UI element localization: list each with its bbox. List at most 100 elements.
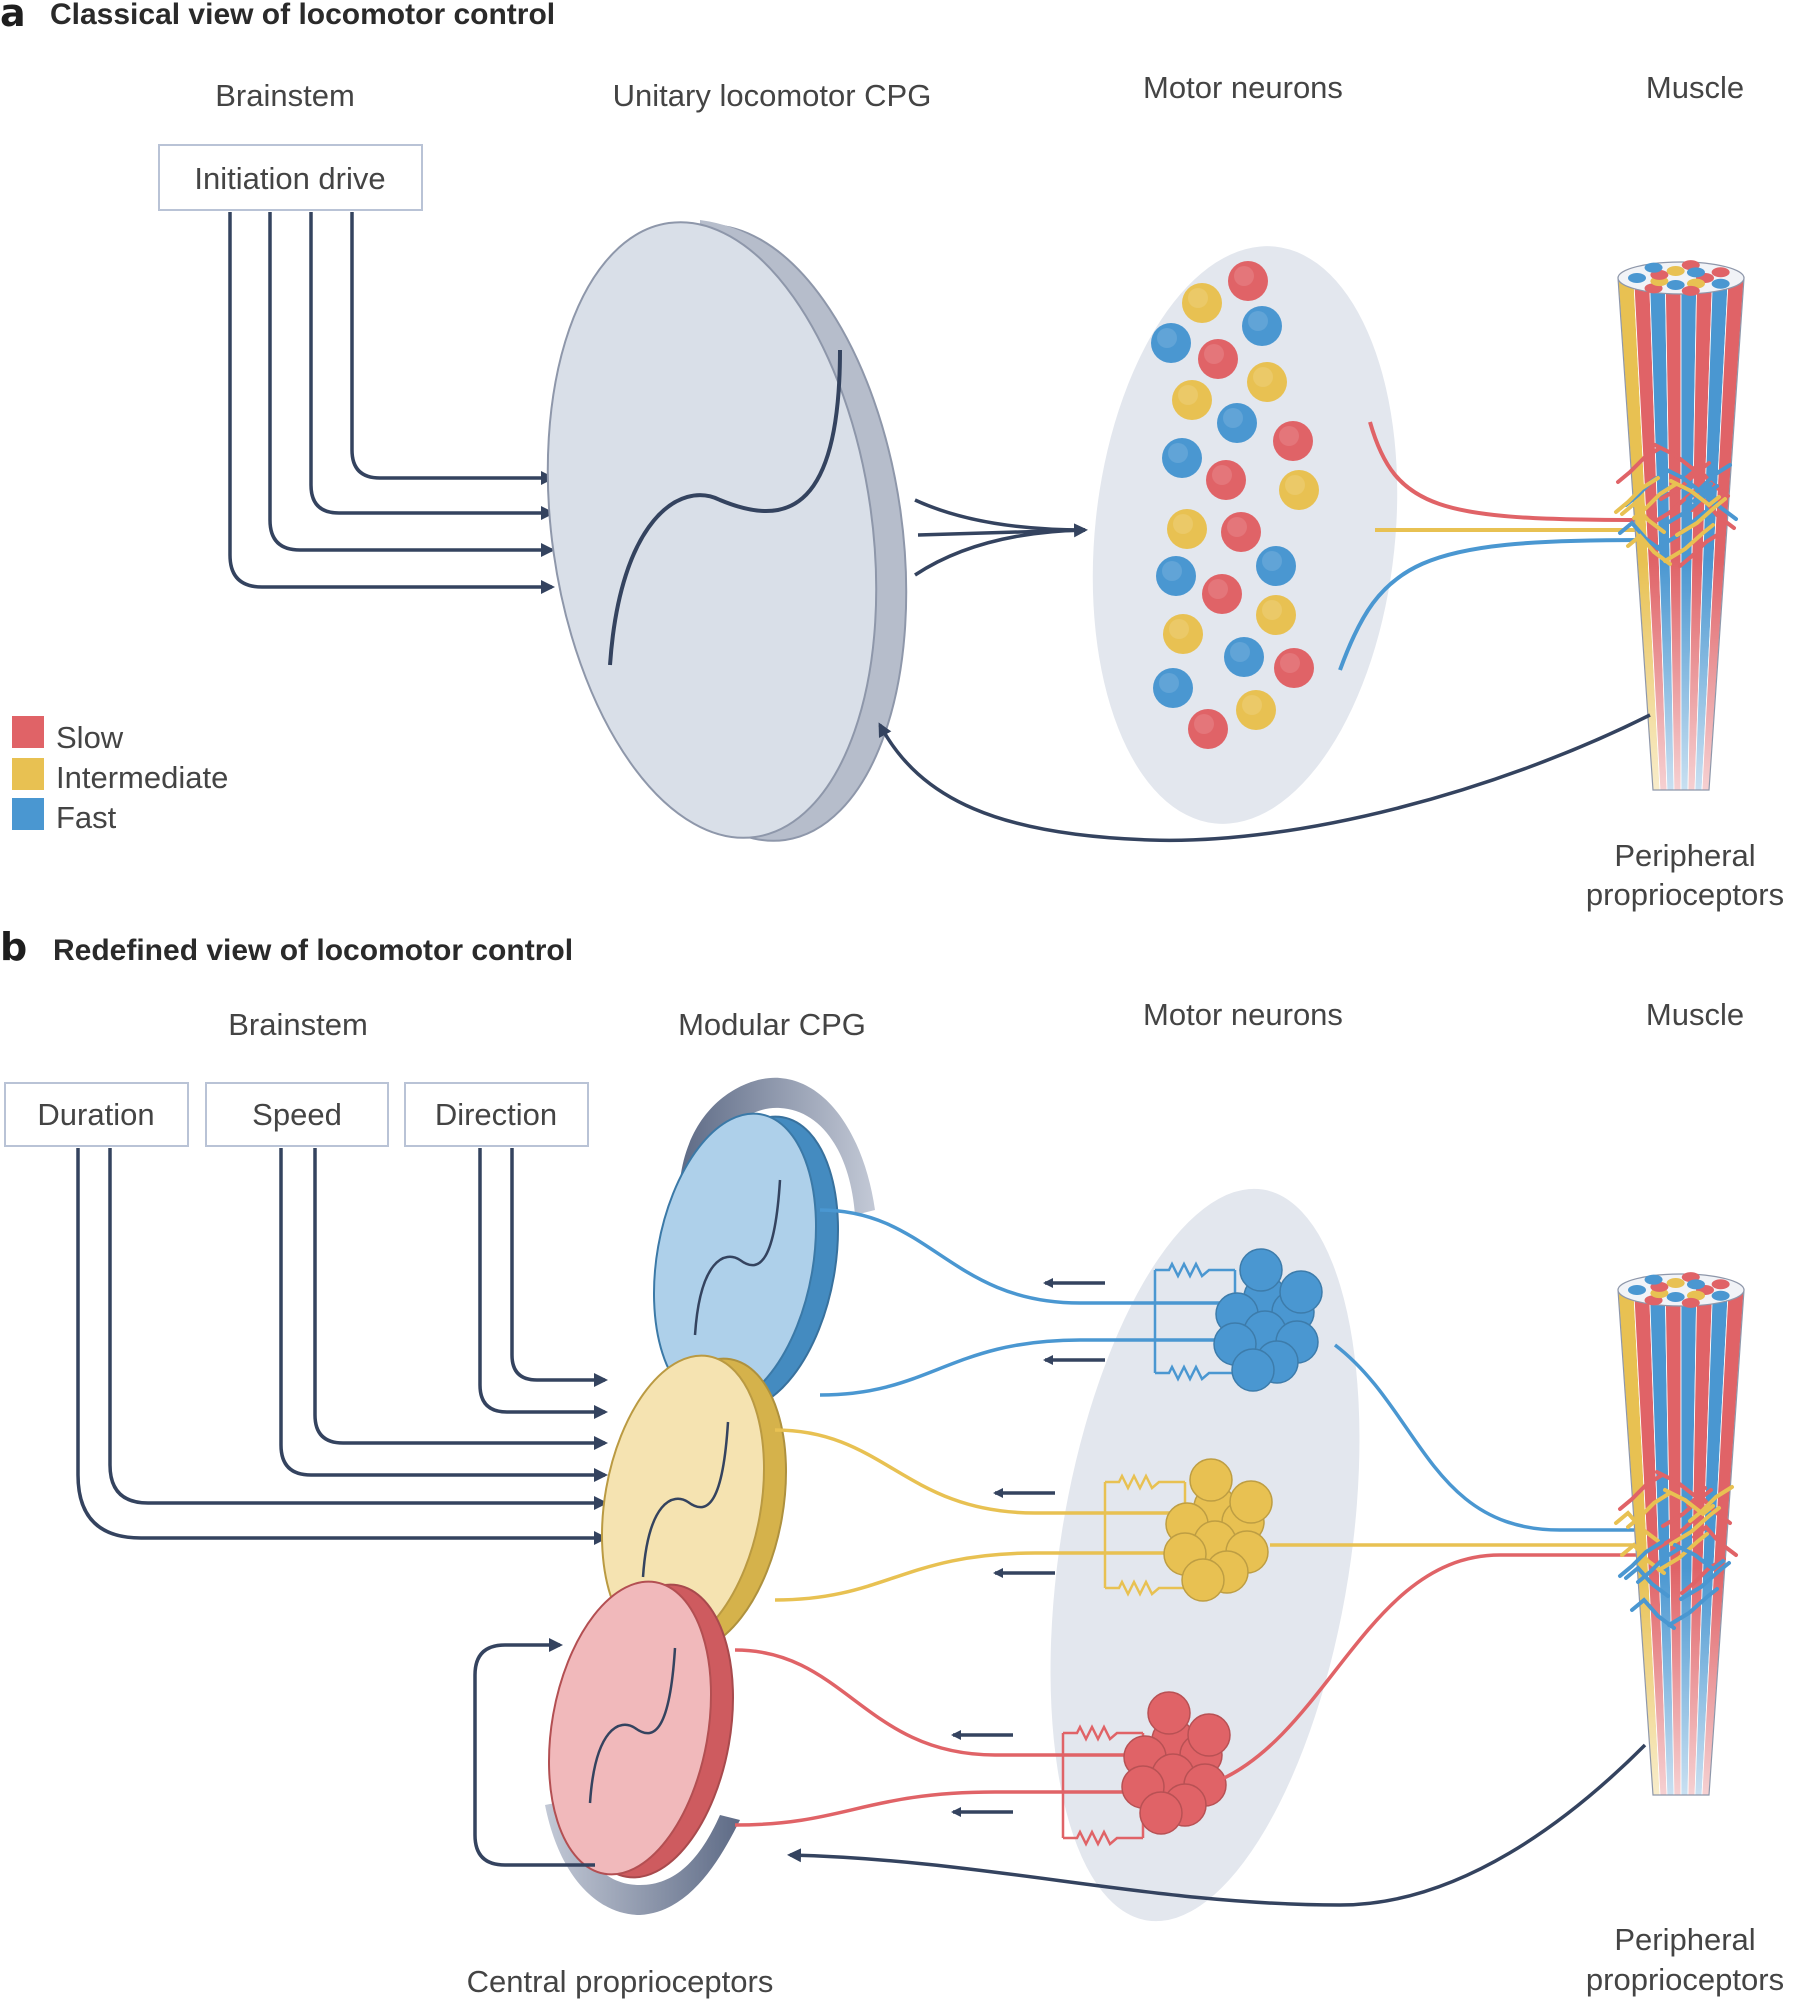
brainstem-drive-arrows xyxy=(76,1148,608,1545)
oscillation-curve-icon xyxy=(588,1647,677,1804)
panel-a-cpg-label: Unitary locomotor CPG xyxy=(613,78,932,113)
cpg-output-line-fast xyxy=(819,1208,1225,1305)
motor-neuron-intermediate xyxy=(1247,362,1287,402)
legend-label-intermediate: Intermediate xyxy=(56,760,228,795)
cpg-module-slow xyxy=(547,1580,735,1879)
cpg-output-line-slow xyxy=(734,1648,1133,1757)
motor-neuron-intermediate xyxy=(1182,283,1222,323)
direction-box: Direction xyxy=(404,1082,589,1147)
motor-neuron-slow xyxy=(1221,512,1261,552)
motor-neuron-fast xyxy=(1162,438,1202,478)
modular-cpg xyxy=(547,1112,840,1879)
unitary-cpg-disc xyxy=(546,220,908,842)
legend-swatch-fast xyxy=(12,798,44,830)
motor-neuron-intermediate xyxy=(1172,380,1212,420)
motor-neuron-slow xyxy=(1187,1713,1231,1757)
motor-axon-slow xyxy=(1219,1553,1640,1782)
panel-b-muscle-label: Muscle xyxy=(1646,997,1744,1032)
motor-neuron-fast xyxy=(1239,1248,1283,1292)
panel-b-peripheral-label-1: Peripheral xyxy=(1614,1922,1755,1957)
oscillation-curve-icon xyxy=(608,349,842,666)
motor-neuron-slow xyxy=(1273,421,1313,461)
direction-label: Direction xyxy=(435,1097,557,1132)
nerve-terminal-fast xyxy=(1618,1540,1731,1630)
panel-a-title: Classical view of locomotor control xyxy=(50,0,555,31)
initiation-drive-arrows xyxy=(228,212,555,594)
motor-neuron-slow xyxy=(1206,460,1246,500)
panel-a-muscle-label: Muscle xyxy=(1646,70,1744,105)
motor-neuron-fast xyxy=(1224,637,1264,677)
motor-pool-intermediate xyxy=(774,1428,1640,1602)
nerve-terminal-slow xyxy=(1618,1470,1738,1595)
panel-b: b Redefined view of locomotor control Br… xyxy=(0,925,1784,1999)
panel-b-title: Redefined view of locomotor control xyxy=(53,934,573,967)
module-connections xyxy=(734,1208,1640,1847)
legend-swatch-intermediate xyxy=(12,758,44,790)
motor-neuron-intermediate xyxy=(1189,1458,1233,1502)
motor-neuron-fast xyxy=(1256,546,1296,586)
panel-a-peripheral-label-1: Peripheral xyxy=(1614,838,1755,873)
motor-neuron-intermediate xyxy=(1163,614,1203,654)
cpg-output-line-intermediate xyxy=(774,1551,1175,1602)
panel-b-brainstem-label: Brainstem xyxy=(228,1007,368,1042)
motor-neuron-slow xyxy=(1202,574,1242,614)
panel-b-peripheral-label-2: proprioceptors xyxy=(1586,1962,1784,1997)
panel-a: a Classical view of locomotor control Br… xyxy=(0,0,1784,912)
nerve-terminal-fast xyxy=(1618,463,1738,553)
oscillation-curve-icon xyxy=(641,1421,730,1578)
legend: Slow Intermediate Fast xyxy=(12,716,228,835)
rotation-arrow-bottom xyxy=(545,1800,740,1915)
motor-neuron-intermediate xyxy=(1181,1558,1225,1602)
motor-neuron-slow xyxy=(1198,339,1238,379)
speed-box: Speed xyxy=(205,1082,389,1147)
peripheral-feedback-arrow-b xyxy=(787,1743,1647,1907)
central-proprioceptors-label: Central proprioceptors xyxy=(467,1964,774,1999)
motor-neuron-slow xyxy=(1274,648,1314,688)
peripheral-feedback-arrow-a xyxy=(878,713,1651,843)
panel-b-motor-neurons-label: Motor neurons xyxy=(1143,997,1343,1032)
initiation-drive-box: Initiation drive xyxy=(158,144,423,211)
duration-label: Duration xyxy=(37,1097,154,1132)
panel-a-letter: a xyxy=(0,0,26,35)
motor-neuron-fast xyxy=(1279,1270,1323,1314)
cpg-output-line-fast xyxy=(819,1338,1225,1397)
cpg-module-fast xyxy=(652,1112,840,1411)
panel-b-cpg-label: Modular CPG xyxy=(678,1007,866,1042)
cpg-output-line-slow xyxy=(734,1790,1133,1827)
motor-neuron-slow xyxy=(1228,261,1268,301)
motor-neuron-intermediate xyxy=(1236,690,1276,730)
panel-a-brainstem-label: Brainstem xyxy=(215,78,355,113)
duration-box: Duration xyxy=(4,1082,189,1147)
oscillation-curve-icon xyxy=(693,1179,782,1336)
motor-neuron-intermediate xyxy=(1256,595,1296,635)
cpg-to-motor-neuron-arrows xyxy=(914,498,1088,577)
motor-neuron-intermediate xyxy=(1279,470,1319,510)
motor-neuron-fast xyxy=(1156,556,1196,596)
muscle-a xyxy=(1614,260,1745,791)
motor-neuron-fast xyxy=(1217,403,1257,443)
motor-neuron-fast xyxy=(1242,306,1282,346)
rotation-arrow-top xyxy=(680,1077,875,1215)
cpg-output-line-intermediate xyxy=(774,1428,1175,1515)
motor-neuron-pool-a xyxy=(1092,246,1398,824)
motor-neuron-slow xyxy=(1139,1791,1183,1835)
motor-neuron-intermediate xyxy=(1229,1480,1273,1524)
cpg-module-intermediate xyxy=(600,1354,788,1653)
gap-junction-resistor-icon xyxy=(1153,1261,1237,1382)
nerve-terminal-intermediate xyxy=(1614,476,1727,566)
motor-axon-fast xyxy=(1333,1343,1640,1532)
gap-junction-resistor-icon xyxy=(1103,1473,1187,1597)
panel-b-letter: b xyxy=(0,925,27,969)
panel-a-peripheral-label-2: proprioceptors xyxy=(1586,877,1784,912)
motor-neuron-fast xyxy=(1231,1348,1275,1392)
panel-a-motor-neurons-label: Motor neurons xyxy=(1143,70,1343,105)
muscle-b xyxy=(1614,1272,1745,1796)
motor-neuron-slow xyxy=(1147,1691,1191,1735)
motor-neuron-fast xyxy=(1151,323,1191,363)
speed-label: Speed xyxy=(252,1097,342,1132)
motor-neuron-slow xyxy=(1188,709,1228,749)
initiation-drive-label: Initiation drive xyxy=(194,161,385,196)
nerve-terminal-intermediate xyxy=(1614,1485,1734,1575)
legend-swatch-slow xyxy=(12,716,44,748)
